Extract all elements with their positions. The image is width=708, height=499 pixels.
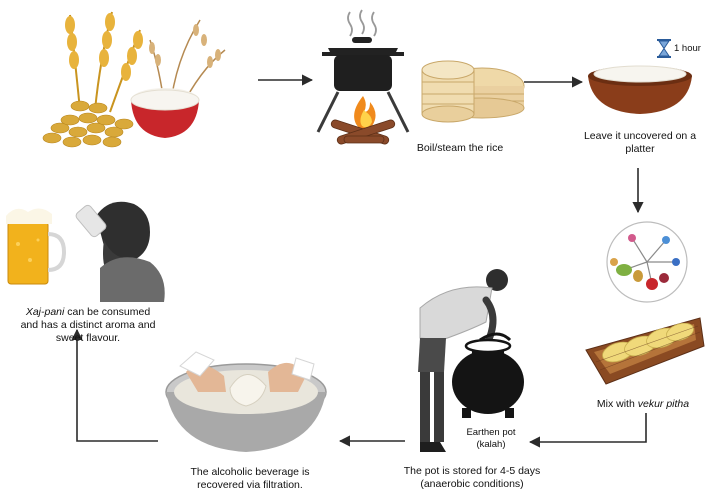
microbes-icon [606,221,688,303]
person-earthen-pot-icon [418,269,524,452]
step-consumed-label: Xaj-pani can be consumed and has a disti… [18,306,158,345]
step-pot-stored-label: The pot is stored for 4-5 days (anaerobi… [403,465,541,490]
drinking-man-icon [75,201,165,302]
rice-bowl-icon [588,65,692,114]
timer-label: 1 hour [674,43,701,54]
consumed-italic: Xaj-pani [25,306,65,318]
arrow-4 [528,413,647,448]
step-filtration-label: The alcoholic beverage is recovered via … [190,466,310,491]
mix-italic: vekur pitha [637,398,690,410]
grain-rice-icon [42,11,226,148]
step-boil-label: Boil/steam the rice [416,142,504,154]
filtration-bowl-icon [165,351,327,452]
step-uncovered-label: Leave it uncovered on a platter [583,130,697,155]
cooking-pot-fire-icon [316,9,410,145]
step-mix-label: Mix with vekur pitha [578,398,708,411]
pitha-basket-icon [585,317,705,385]
arrow-6 [71,328,158,442]
pot-label: Earthen pot (kalah) [466,427,516,450]
steamer-basket-icon [421,60,525,123]
hourglass-icon [657,39,671,58]
beer-mug-icon [6,208,67,285]
consumed-rest: can be consumed and has a distinct aroma… [20,306,156,344]
mix-prefix: Mix with [596,398,635,410]
